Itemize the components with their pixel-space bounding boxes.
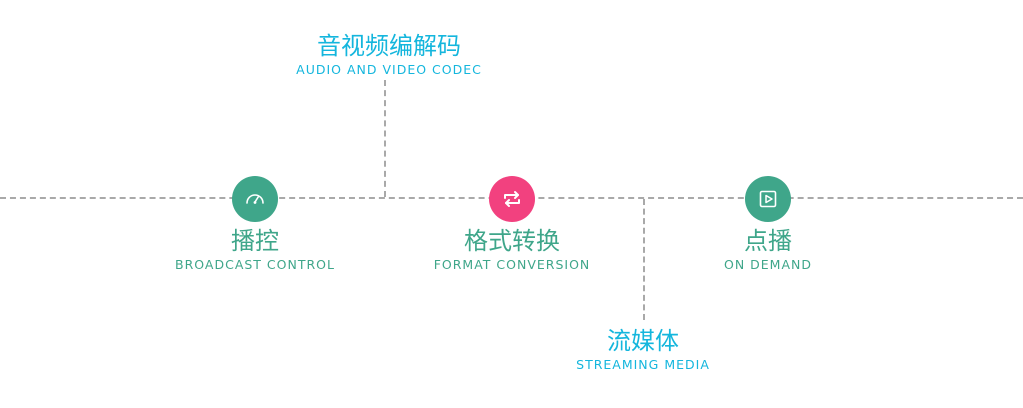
streaming-connector-line	[643, 199, 645, 320]
streaming-media-zh: 流媒体	[606, 327, 679, 355]
swap-arrows-icon	[504, 191, 520, 207]
streaming-media-en: STREAMING MEDIA	[576, 357, 710, 372]
broadcast-control-zh: 播控	[230, 227, 279, 255]
on-demand-zh: 点播	[744, 227, 792, 255]
broadcast-control-en: BROADCAST CONTROL	[175, 257, 335, 272]
codec-label: 音视频编解码 AUDIO AND VIDEO CODEC	[296, 32, 482, 77]
speedometer-icon	[246, 194, 264, 204]
format-conversion-en: FORMAT CONVERSION	[433, 257, 591, 272]
codec-title-en: AUDIO AND VIDEO CODEC	[296, 62, 482, 77]
play-square-icon	[759, 190, 777, 208]
on-demand-en: ON DEMAND	[724, 257, 812, 272]
format-conversion-label: 格式转换 FORMAT CONVERSION	[434, 227, 591, 272]
on-demand-node	[745, 176, 791, 222]
broadcast-control-label: 播控 BROADCAST CONTROL	[175, 227, 335, 272]
format-conversion-node	[489, 176, 535, 222]
on-demand-label: 点播 ON DEMAND	[724, 227, 812, 272]
format-conversion-zh: 格式转换	[464, 227, 560, 255]
broadcast-control-node	[232, 176, 278, 222]
streaming-media-label: 流媒体 STREAMING MEDIA	[576, 327, 710, 372]
codec-title-zh: 音视频编解码	[317, 32, 461, 60]
codec-connector-line	[384, 80, 386, 197]
